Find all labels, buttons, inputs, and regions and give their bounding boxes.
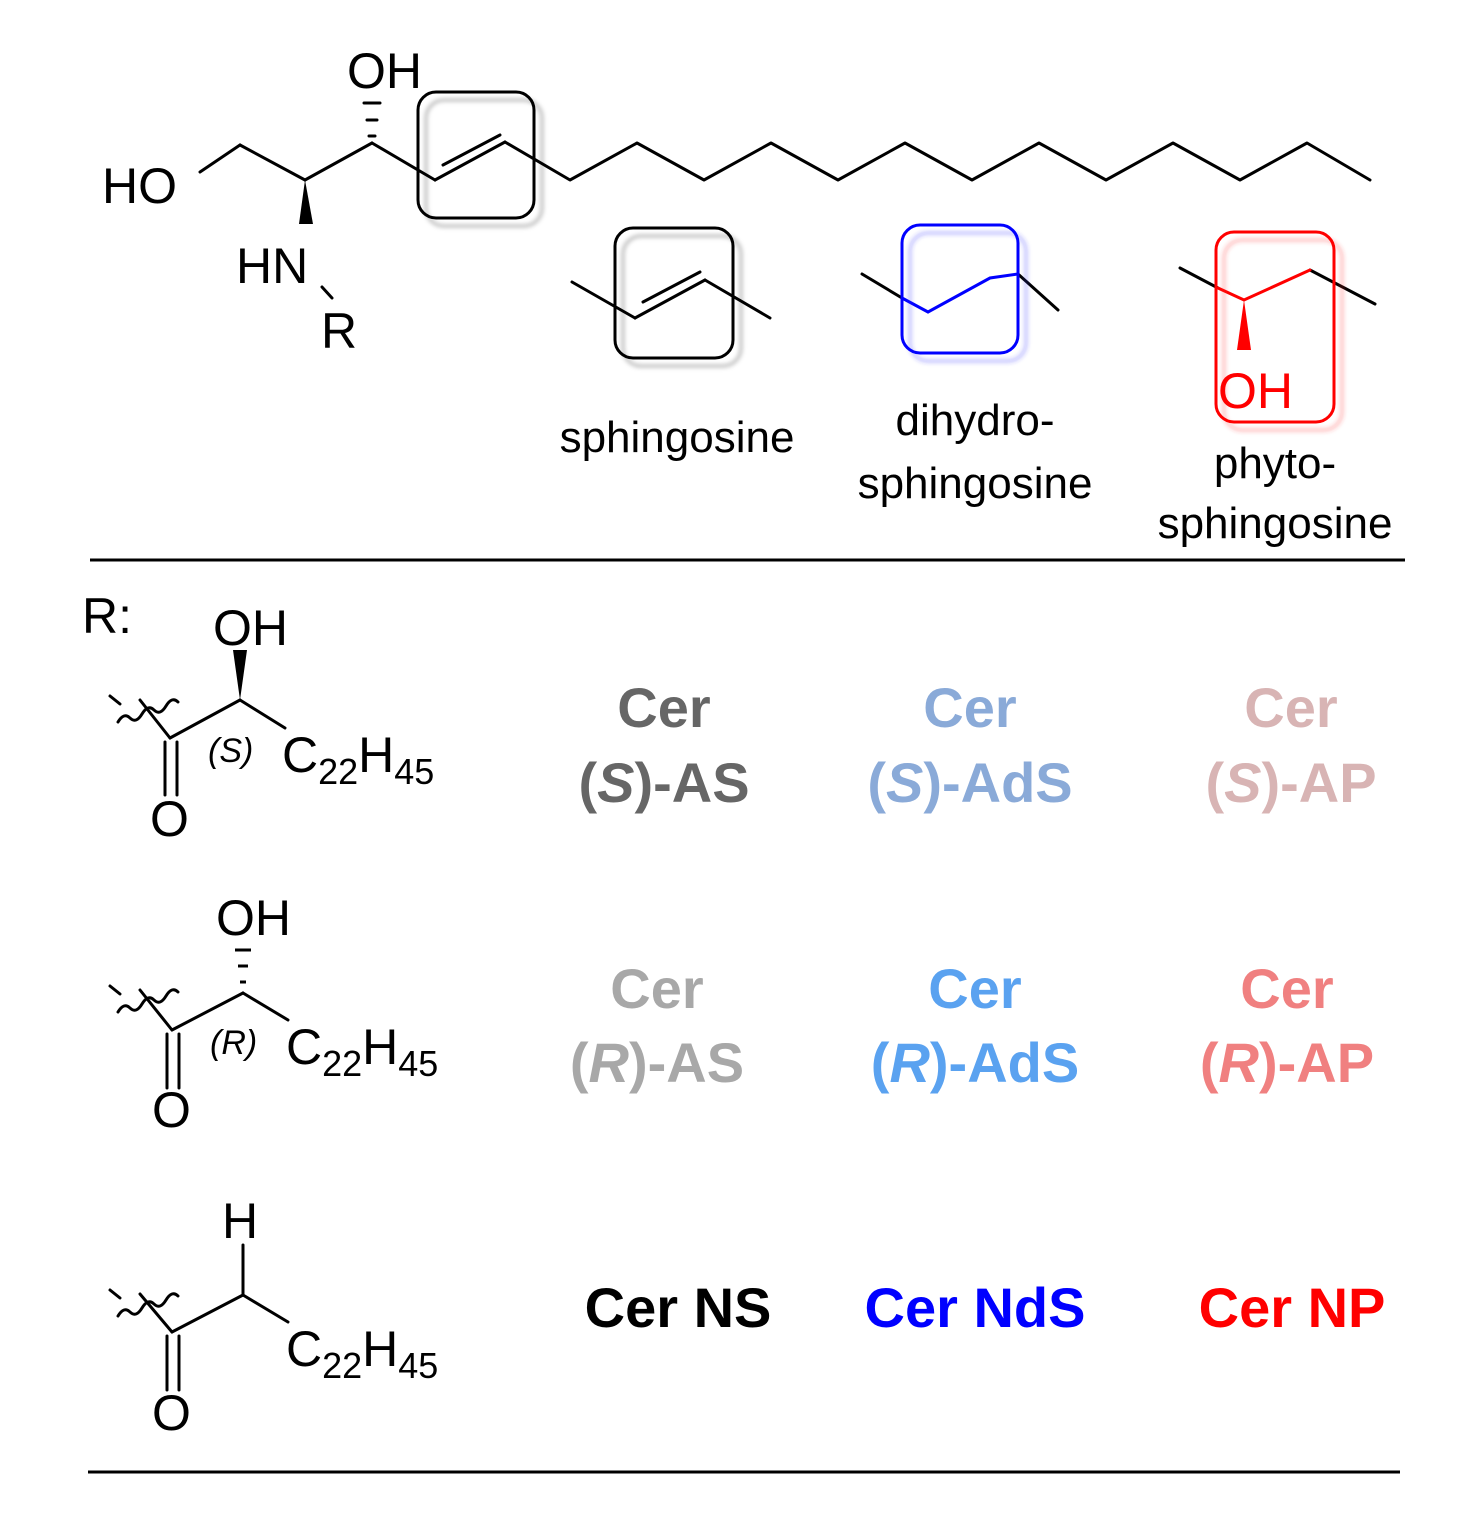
ceramide-name-cer-r-as: Cer (R)-AS bbox=[570, 957, 744, 1094]
wedge-bond bbox=[233, 650, 247, 700]
chain-formula: C22H45 bbox=[282, 727, 434, 792]
ceramide-name-cer-s-ads: Cer (S)-AdS bbox=[867, 676, 1072, 814]
bond bbox=[303, 141, 374, 182]
atom-carbonyl-o: O bbox=[152, 1082, 191, 1138]
svg-text:(S)-AP: (S)-AP bbox=[1205, 751, 1376, 814]
config-label: (S) bbox=[208, 732, 253, 770]
bond bbox=[320, 285, 334, 300]
double-bond-inner bbox=[441, 133, 502, 167]
svg-text:Cer: Cer bbox=[1244, 676, 1337, 739]
chain-formula: C22H45 bbox=[286, 1019, 438, 1084]
label-phyto-line2: sphingosine bbox=[1158, 499, 1393, 548]
highlight-box-backbone bbox=[416, 90, 536, 220]
ceramide-name-cer-s-ap: Cer (S)-AP bbox=[1205, 676, 1376, 814]
atom-carbonyl-o: O bbox=[150, 791, 189, 847]
svg-text:(R)-AS: (R)-AS bbox=[570, 1031, 744, 1094]
atom-oh: OH bbox=[216, 890, 291, 946]
bond bbox=[370, 141, 437, 182]
svg-text:Cer: Cer bbox=[617, 676, 710, 739]
svg-text:Cer: Cer bbox=[928, 957, 1021, 1020]
label-phyto-line1: phyto- bbox=[1214, 439, 1336, 488]
r-group-prefix: R: bbox=[82, 588, 132, 644]
highlight-box-dihydro bbox=[900, 223, 1020, 355]
svg-text:(R)-AdS: (R)-AdS bbox=[871, 1031, 1079, 1094]
chain-formula: C22H45 bbox=[286, 1321, 438, 1386]
r-group-s-hydroxy: OH (S) C22H45 O bbox=[108, 600, 434, 847]
hashed-bond bbox=[362, 101, 382, 138]
label-dihydro-line1: dihydro- bbox=[896, 396, 1055, 445]
wedge-bond-red bbox=[1237, 300, 1251, 350]
r-group-non-hydroxy: H C22H45 O bbox=[108, 1193, 438, 1441]
svg-text:(R)-AP: (R)-AP bbox=[1200, 1031, 1374, 1094]
bond bbox=[238, 143, 307, 182]
bond bbox=[198, 143, 242, 174]
ceramide-name-cer-nds: Cer NdS bbox=[865, 1276, 1086, 1339]
variant-dihydrosphingosine: dihydro- sphingosine bbox=[858, 223, 1093, 508]
ceramide-name-cer-r-ap: Cer (R)-AP bbox=[1200, 957, 1374, 1094]
atom-oh-top: OH bbox=[347, 43, 422, 99]
sphingoid-backbone bbox=[198, 101, 1372, 300]
atom-r: R bbox=[321, 303, 357, 359]
r-group-r-hydroxy: OH (R) C22H45 O bbox=[108, 890, 438, 1138]
svg-text:Cer: Cer bbox=[610, 957, 703, 1020]
svg-text:Cer: Cer bbox=[923, 676, 1016, 739]
config-label: (R) bbox=[210, 1024, 257, 1062]
highlight-box-phyto bbox=[1214, 230, 1336, 424]
ceramide-name-cer-r-ads: Cer (R)-AdS bbox=[871, 957, 1079, 1094]
svg-text:(S)-AS: (S)-AS bbox=[578, 751, 749, 814]
label-dihydro-line2: sphingosine bbox=[858, 459, 1093, 508]
svg-text:Cer: Cer bbox=[1240, 957, 1333, 1020]
wedge-bond bbox=[299, 180, 313, 224]
highlight-box-sphingosine bbox=[613, 226, 735, 360]
ceramide-name-cer-np: Cer NP bbox=[1199, 1276, 1386, 1339]
variant-sphingosine: sphingosine bbox=[560, 226, 795, 462]
atom-hn: HN bbox=[236, 238, 308, 294]
variant-phytosphingosine: OH phyto- sphingosine bbox=[1158, 230, 1393, 548]
atom-oh: OH bbox=[213, 600, 288, 656]
label-sphingosine: sphingosine bbox=[560, 413, 795, 462]
ceramide-name-cer-ns: Cer NS bbox=[585, 1276, 772, 1339]
ceramide-name-cer-s-as: Cer (S)-AS bbox=[578, 676, 749, 814]
hashed-bond bbox=[235, 948, 251, 984]
bond bbox=[433, 140, 507, 182]
atom-h: H bbox=[222, 1193, 258, 1249]
atom-carbonyl-o: O bbox=[152, 1385, 191, 1441]
atom-ho-left: HO bbox=[102, 158, 177, 214]
alkyl-chain bbox=[503, 140, 1372, 182]
svg-text:(S)-AdS: (S)-AdS bbox=[867, 751, 1072, 814]
atom-oh-phyto: OH bbox=[1218, 363, 1293, 419]
